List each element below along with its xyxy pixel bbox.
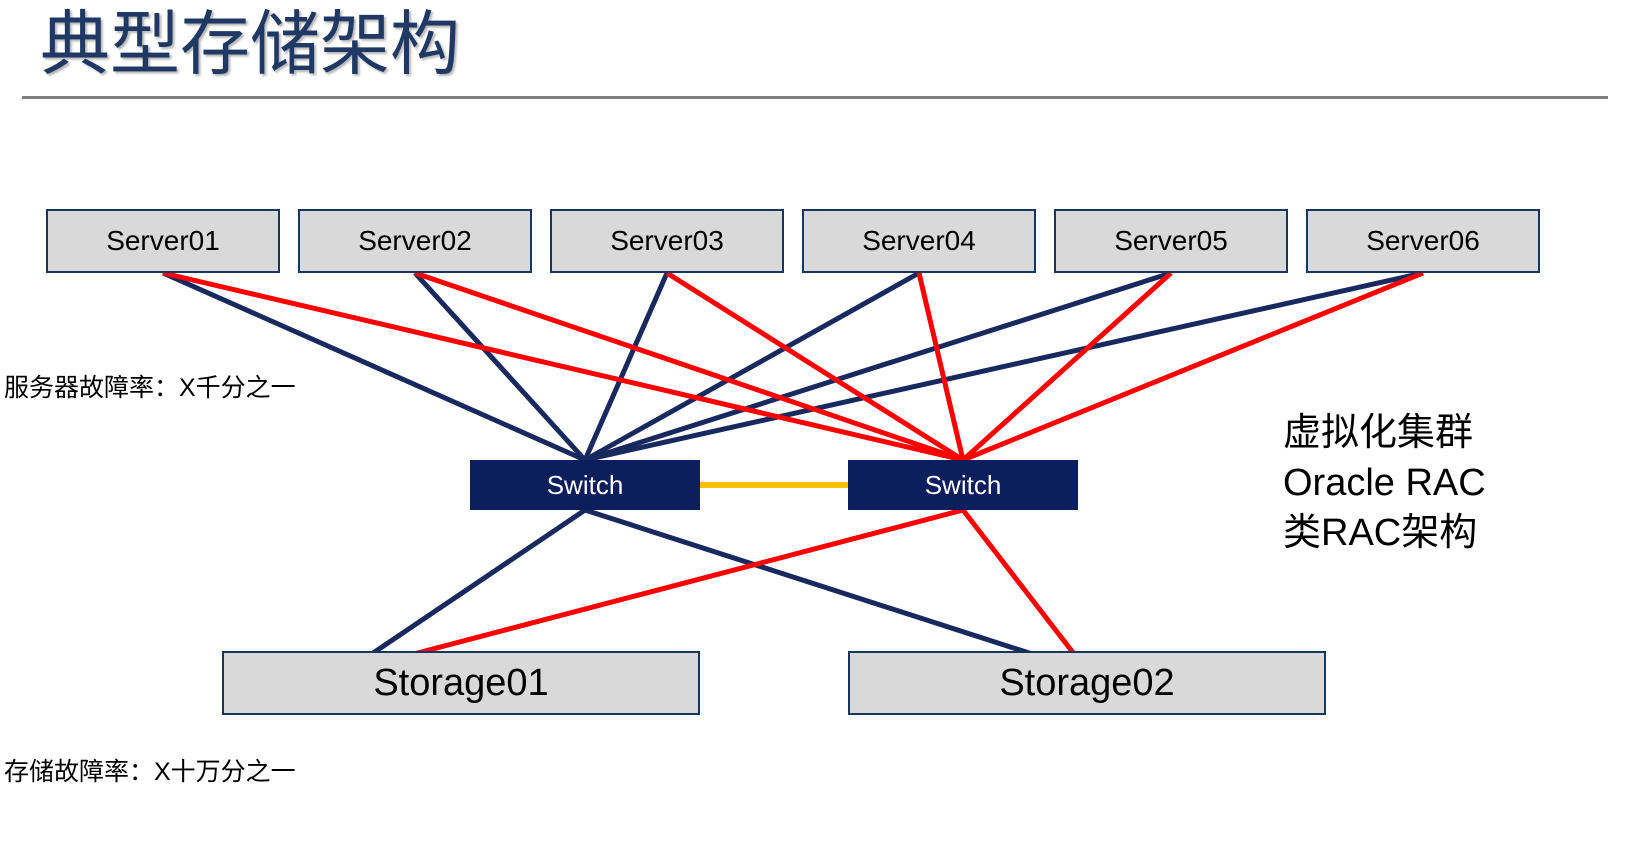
link-server03-switch01 [582,271,670,462]
storage-node-1[interactable]: Storage01 [222,651,700,715]
link-server01-switch02 [162,270,964,463]
link-switch01-storage01 [343,507,587,675]
server-node-6[interactable]: Server06 [1306,209,1540,273]
storage-node-label: Storage02 [999,661,1175,704]
title-divider [22,96,1608,99]
server-to-switch02-links [162,270,1424,463]
server-to-switch01-links [161,270,1424,463]
link-server06-switch02 [962,270,1424,463]
server-node-1[interactable]: Server01 [46,209,280,273]
link-server04-switch01 [583,270,921,463]
link-server05-switch01 [584,270,1172,463]
link-switch02-storage01 [344,507,964,675]
storage-failure-rate-note: 存储故障率：X十万分之一 [4,758,296,786]
link-server03-switch02 [665,270,965,463]
link-server04-switch02 [916,272,966,461]
server-node-4[interactable]: Server04 [802,209,1036,273]
switch-node-1[interactable]: Switch [470,460,700,510]
link-server05-switch02 [961,271,1173,462]
server-node-label: Server03 [610,225,724,256]
cluster-note: 虚拟化集群 Oracle RAC 类RAC架构 [1283,408,1486,558]
server-failure-rate-note: 服务器故障率：X千分之一 [4,374,296,402]
cluster-note-line-3: 类RAC架构 [1283,512,1478,554]
switch-node-label: Switch [924,469,1002,500]
server-node-2[interactable]: Server02 [298,209,532,273]
server-node-5[interactable]: Server05 [1054,209,1288,273]
server-node-label: Server06 [1366,225,1480,256]
cluster-note-line-2: Oracle RAC [1283,462,1486,504]
server-node-label: Server01 [106,225,220,256]
page-title: 典型存储架构 [40,5,460,83]
link-server02-switch02 [414,270,964,463]
link-switch02-storage02 [961,508,1090,674]
link-switch01-storage02 [584,507,1089,675]
link-server06-switch01 [584,270,1424,463]
link-server02-switch01 [413,271,587,462]
storage-node-label: Storage01 [373,661,549,704]
storage-node-2[interactable]: Storage02 [848,651,1326,715]
switch-to-storage-links [343,507,1090,675]
server-node-label: Server05 [1114,225,1228,256]
link-server01-switch01 [161,270,587,463]
server-node-3[interactable]: Server03 [550,209,784,273]
switch-node-2[interactable]: Switch [848,460,1078,510]
server-node-label: Server02 [358,225,472,256]
cluster-note-line-1: 虚拟化集群 [1283,412,1474,454]
switch-node-label: Switch [546,469,624,500]
server-node-label: Server04 [862,225,976,256]
